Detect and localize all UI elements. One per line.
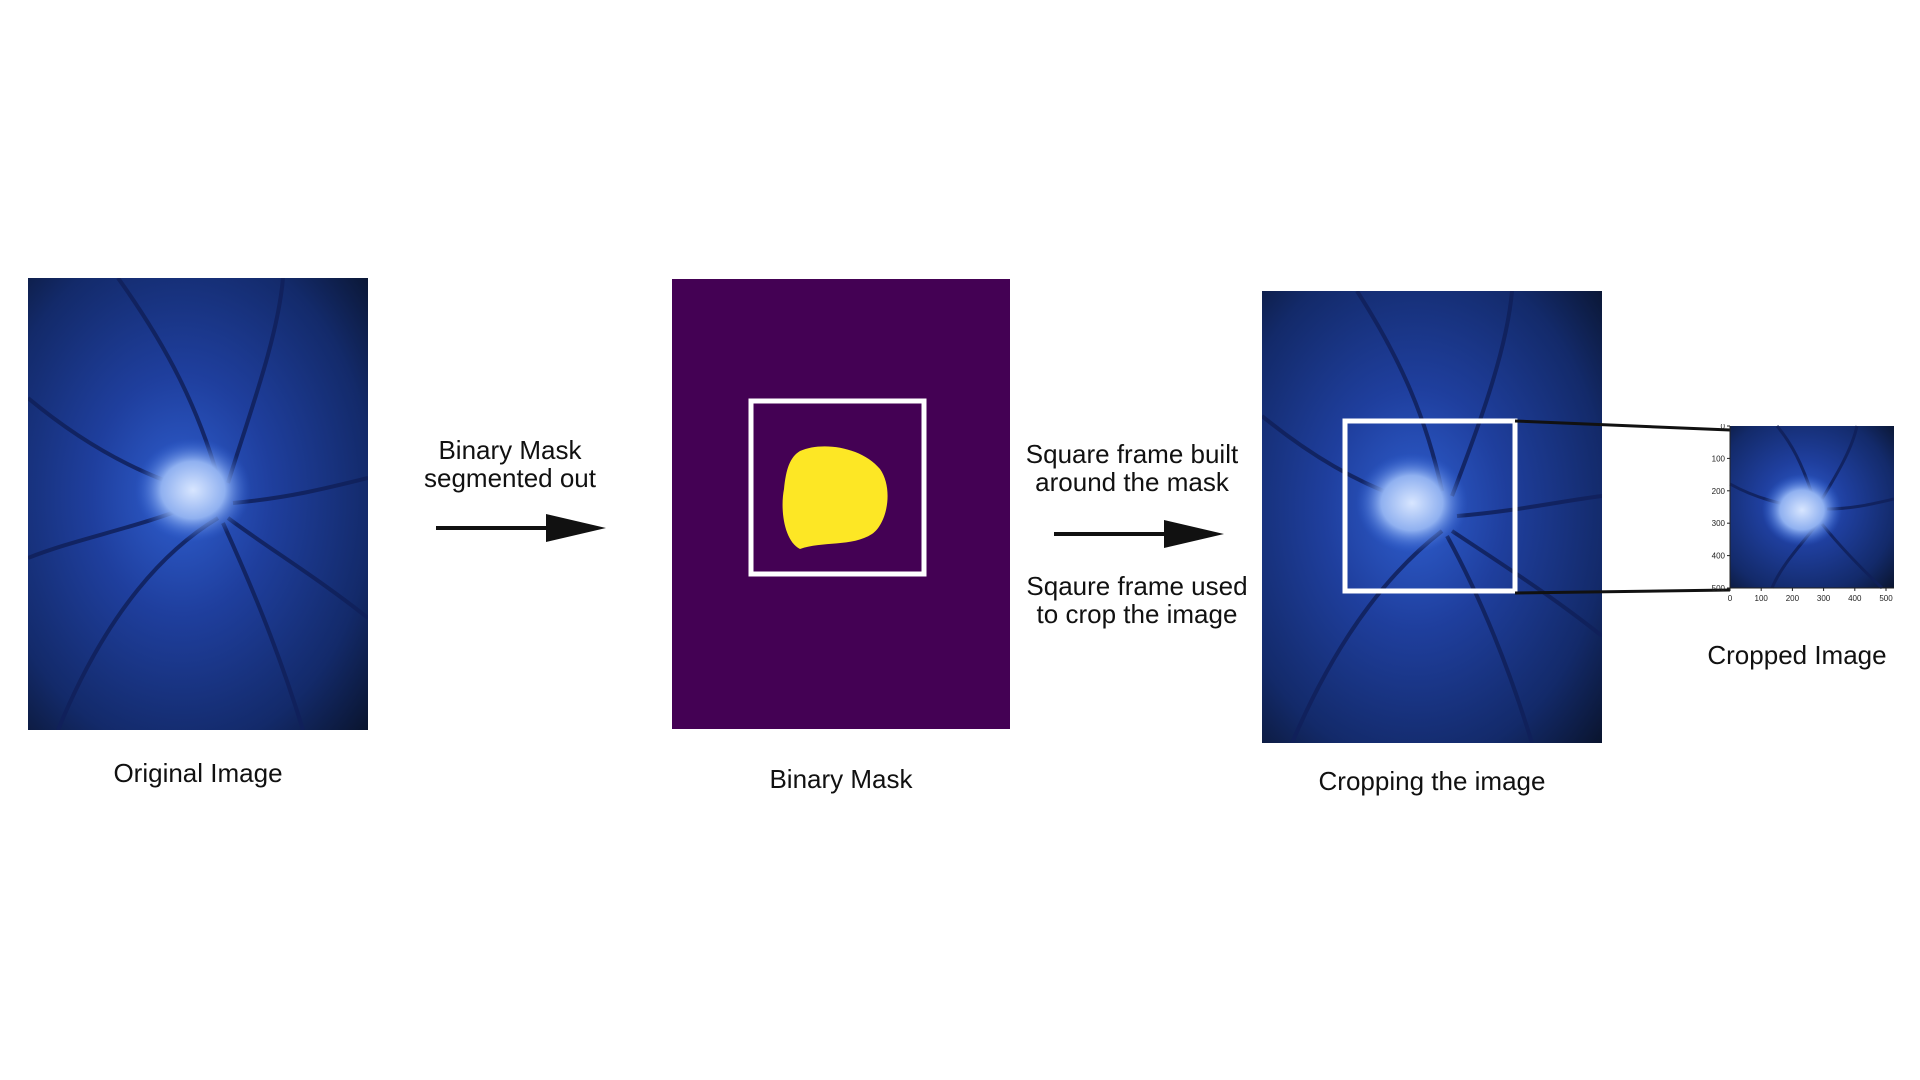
caption-cropped: Cropped Image bbox=[1707, 640, 1887, 670]
x-tick-label: 0 bbox=[1728, 594, 1733, 603]
caption-cropping: Cropping the image bbox=[1318, 766, 1546, 796]
square-frame bbox=[748, 398, 927, 577]
y-tick-label: 500 bbox=[1712, 584, 1726, 593]
cropping-image bbox=[1262, 291, 1602, 743]
binary-mask-image bbox=[672, 279, 1010, 729]
x-tick-label: 500 bbox=[1879, 594, 1893, 603]
fundus-photo-cropping bbox=[1262, 291, 1602, 743]
x-tick-label: 300 bbox=[1817, 594, 1831, 603]
fundus-photo bbox=[28, 278, 368, 730]
mask-plot bbox=[672, 279, 1010, 729]
caption-original: Original Image bbox=[113, 758, 283, 788]
y-tick-label: 400 bbox=[1712, 552, 1726, 561]
step-label-frame-line1: Square frame built bbox=[1025, 439, 1239, 469]
step-label-frame: Square frame built around the mask bbox=[1012, 440, 1252, 496]
x-tick-label: 100 bbox=[1755, 594, 1769, 603]
step-label-crop-line1: Sqaure frame used bbox=[1026, 571, 1248, 601]
cropped-photo bbox=[1729, 425, 1894, 590]
step-label-mask-line1: Binary Mask bbox=[438, 435, 582, 465]
y-tick-label: 0 bbox=[1721, 424, 1726, 431]
arrow-1 bbox=[436, 514, 606, 542]
y-tick-label: 200 bbox=[1712, 487, 1726, 496]
step-label-crop-line2: to crop the image bbox=[1036, 599, 1238, 629]
crop-frame bbox=[1342, 418, 1518, 594]
original-image bbox=[28, 278, 368, 730]
caption-mask: Binary Mask bbox=[769, 764, 913, 794]
step-label-mask-line2: segmented out bbox=[423, 463, 596, 493]
step-label-crop: Sqaure frame used to crop the image bbox=[1012, 572, 1262, 628]
y-tick-label: 100 bbox=[1712, 454, 1726, 463]
arrow-2 bbox=[1054, 520, 1224, 548]
crop-connector-lines bbox=[1514, 419, 1731, 595]
y-tick-label: 300 bbox=[1712, 519, 1726, 528]
step-label-frame-line2: around the mask bbox=[1035, 467, 1229, 497]
step-label-mask: Binary Mask segmented out bbox=[400, 436, 620, 492]
cropped-image: 0 100 200 300 400 500 0 100 200 300 400 500 bbox=[1682, 424, 1894, 608]
cropped-plot: 0 100 200 300 400 500 0 100 200 300 400 500 bbox=[1712, 424, 1894, 603]
x-tick-label: 200 bbox=[1786, 594, 1800, 603]
mask-blob bbox=[782, 446, 888, 549]
x-tick-label: 400 bbox=[1848, 594, 1862, 603]
